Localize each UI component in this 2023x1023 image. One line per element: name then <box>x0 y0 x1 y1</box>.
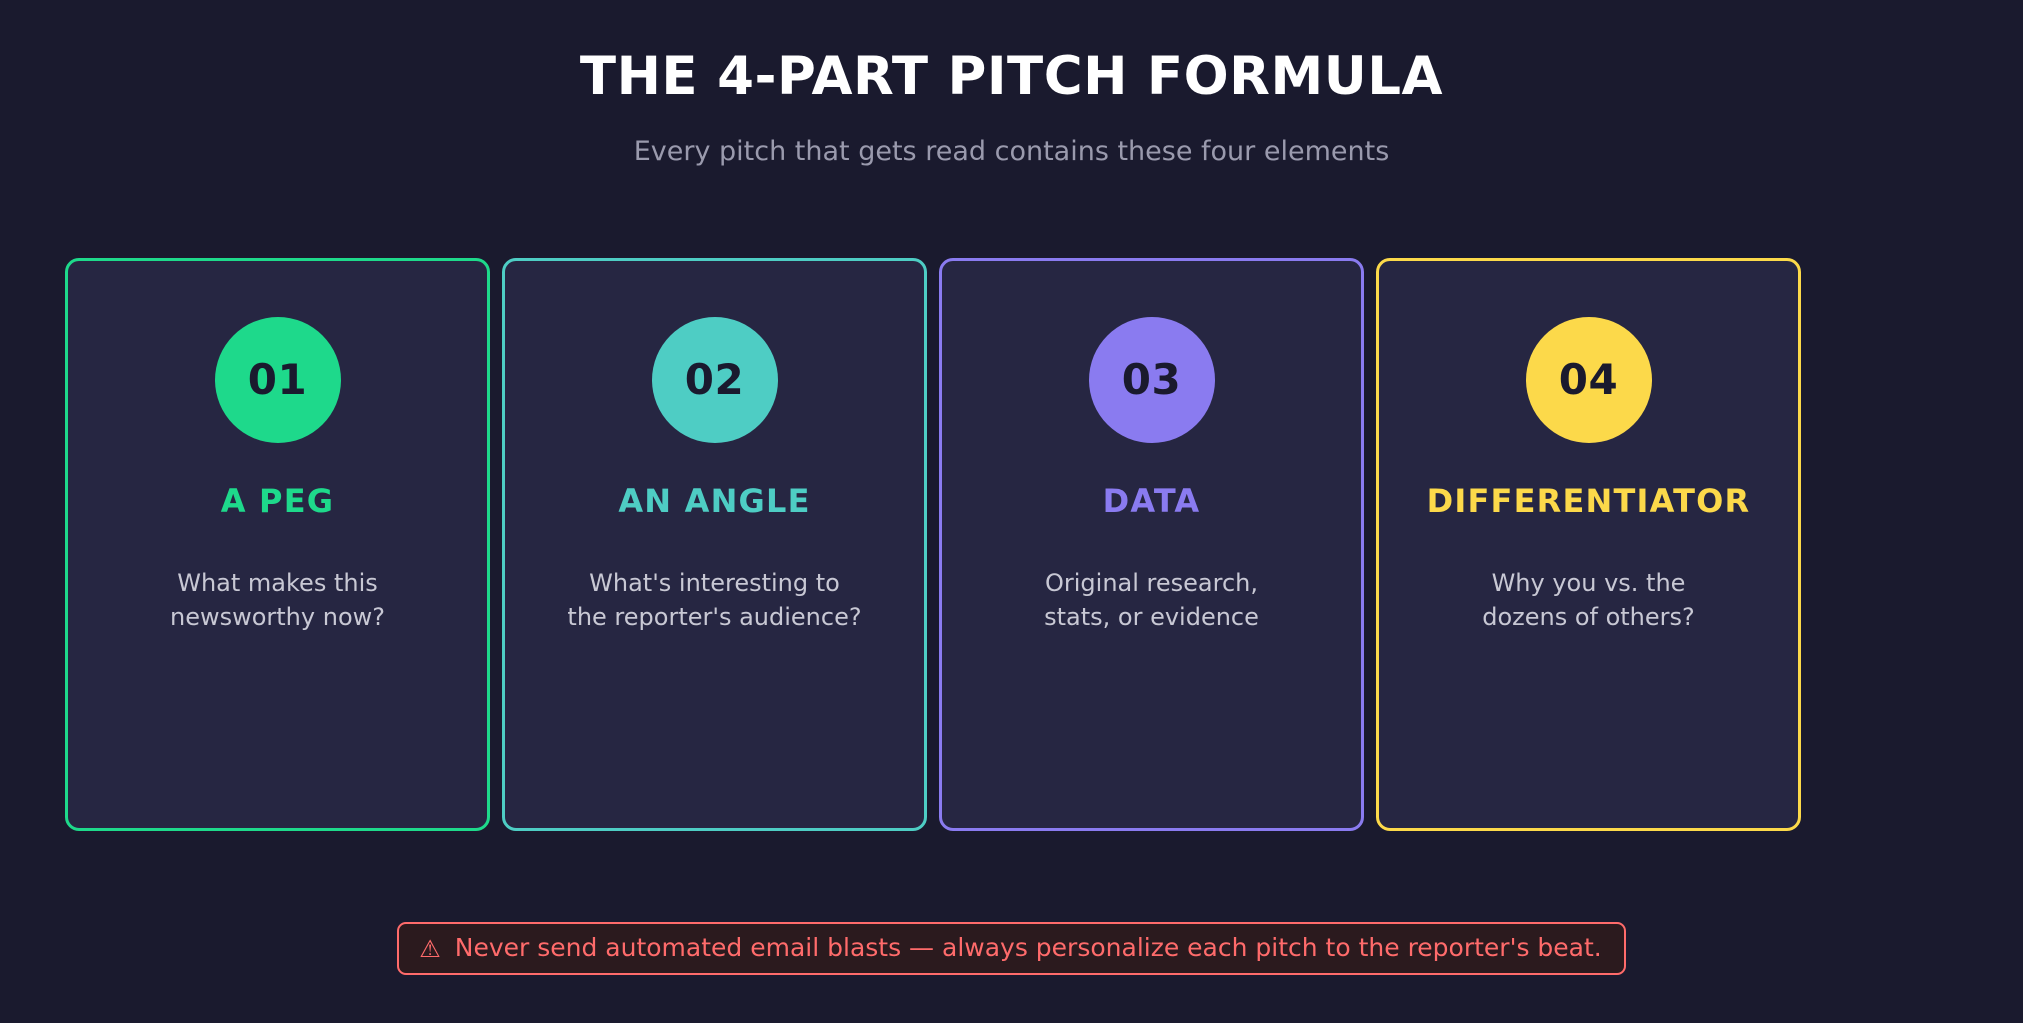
warning-banner-wrap: ⚠ Never send automated email blasts — al… <box>0 922 2023 976</box>
pitch-card-4[interactable]: 04 DIFFERENTIATOR Why you vs. the dozens… <box>1376 258 1801 831</box>
card-title: DATA <box>1102 482 1201 520</box>
pitch-cards-row: 01 A PEG What makes this newsworthy now?… <box>65 258 1801 831</box>
card-title: DIFFERENTIATOR <box>1426 482 1751 520</box>
card-number-label: 01 <box>247 355 308 404</box>
card-number-badge: 02 <box>651 317 778 443</box>
page-subtitle: Every pitch that gets read contains thes… <box>633 136 1390 168</box>
warning-banner: ⚠ Never send automated email blasts — al… <box>397 922 1626 976</box>
header: THE 4-PART PITCH FORMULA Every pitch tha… <box>0 0 2023 169</box>
card-description: Original research, stats, or evidence <box>1044 568 1259 631</box>
card-title: A PEG <box>220 482 335 520</box>
card-description: What's interesting to the reporter's aud… <box>567 568 862 631</box>
card-number-label: 03 <box>1121 355 1182 404</box>
card-number-label: 04 <box>1558 355 1619 404</box>
card-number-label: 02 <box>684 355 745 404</box>
card-number-badge: 03 <box>1088 317 1215 443</box>
card-description: What makes this newsworthy now? <box>169 568 385 631</box>
warning-triangle-icon: ⚠ <box>419 934 441 963</box>
page-title: THE 4-PART PITCH FORMULA <box>579 46 1444 107</box>
pitch-card-2[interactable]: 02 AN ANGLE What's interesting to the re… <box>502 258 927 831</box>
card-number-badge: 04 <box>1525 317 1652 443</box>
warning-message: Never send automated email blasts — alwa… <box>454 933 1602 962</box>
card-title: AN ANGLE <box>618 482 811 520</box>
pitch-card-1[interactable]: 01 A PEG What makes this newsworthy now? <box>65 258 490 831</box>
card-description: Why you vs. the dozens of others? <box>1482 568 1695 631</box>
card-number-badge: 01 <box>214 317 341 443</box>
pitch-card-3[interactable]: 03 DATA Original research, stats, or evi… <box>939 258 1364 831</box>
